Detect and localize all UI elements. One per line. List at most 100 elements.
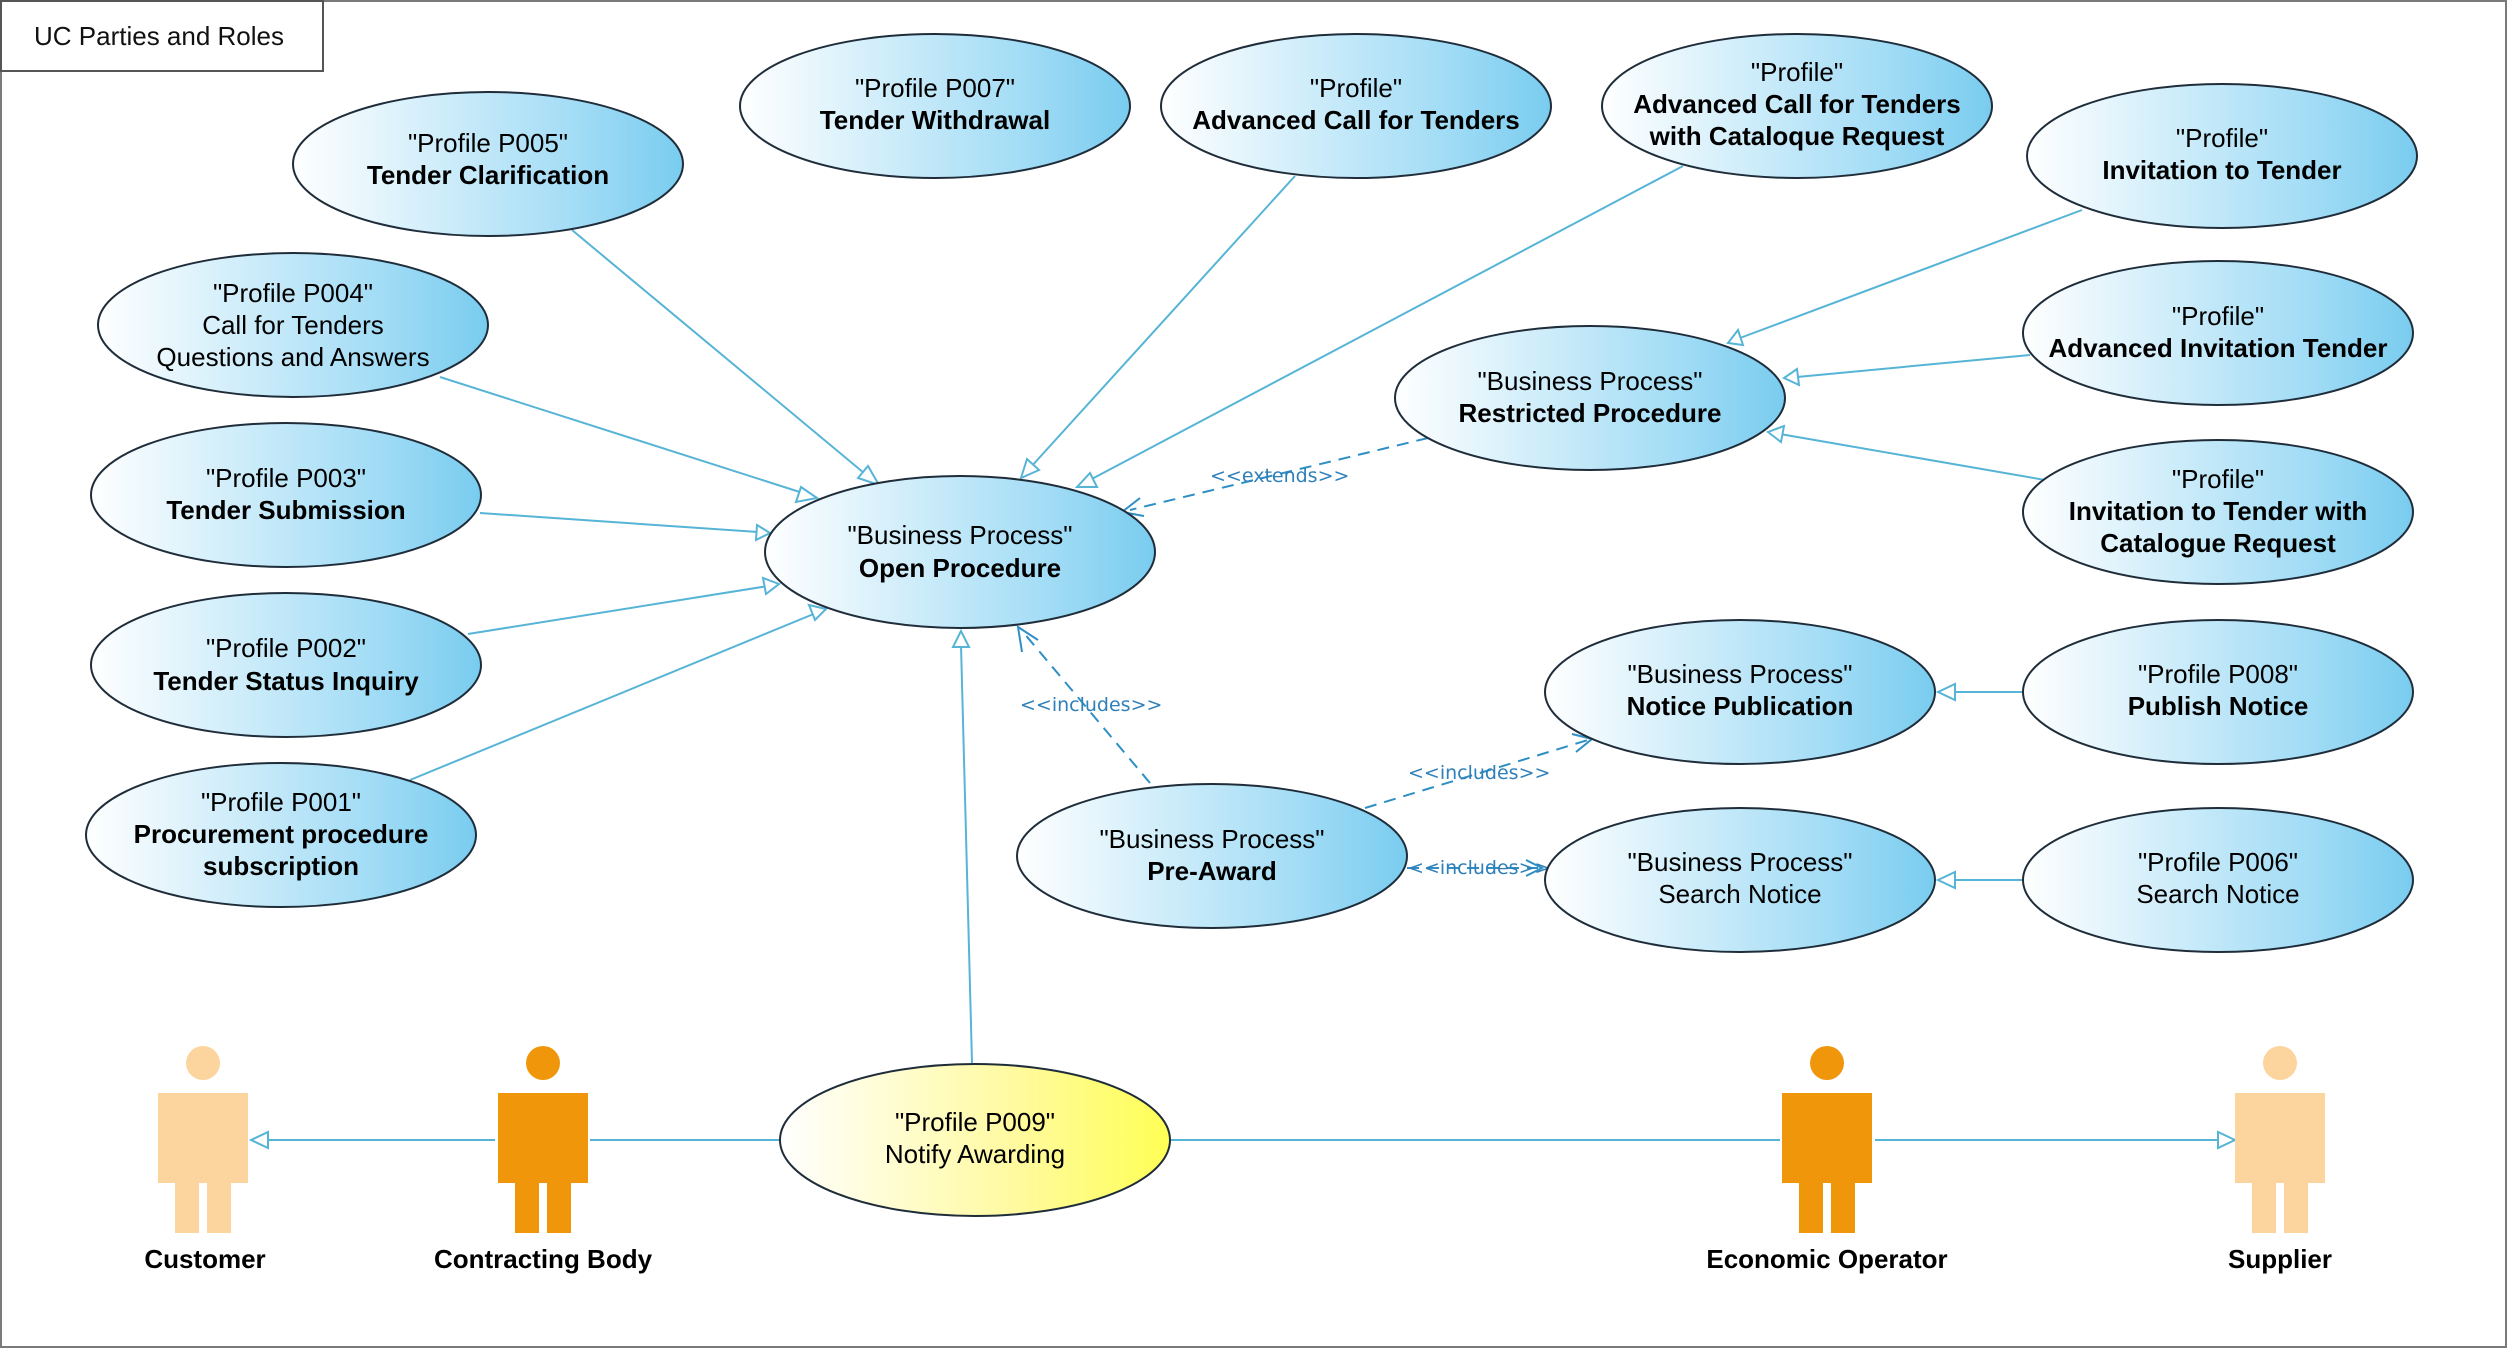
- svg-text:"Profile": "Profile": [1310, 73, 1402, 103]
- extends-restricted-open: [1129, 437, 1429, 511]
- arrowhead: [856, 464, 882, 487]
- svg-text:Tender Withdrawal: Tender Withdrawal: [820, 105, 1050, 135]
- svg-text:"Profile P005": "Profile P005": [408, 128, 568, 158]
- usecase-pre-award[interactable]: "Business Process" Pre-Award: [1016, 783, 1408, 929]
- svg-text:Publish Notice: Publish Notice: [2128, 691, 2309, 721]
- arrowhead: [794, 485, 820, 504]
- usecase-name: Advanced Invitation Tender: [2048, 333, 2387, 363]
- svg-text:"Business Process": "Business Process": [1477, 366, 1702, 396]
- svg-text:"Profile P004": "Profile P004": [213, 278, 373, 308]
- stereotype-includes-search: <<includes>>: [1408, 857, 1550, 879]
- generalization-advcall-open: [1029, 175, 1296, 469]
- arrowhead: [1525, 859, 1545, 877]
- actor-supplier[interactable]: [2235, 1046, 2325, 1233]
- usecase-p005[interactable]: "Profile P005" Tender Clarification: [292, 91, 684, 237]
- svg-text:Notify Awarding: Notify Awarding: [885, 1139, 1065, 1169]
- usecase-p004[interactable]: "Profile P004" Call for Tenders Question…: [97, 252, 489, 398]
- usecase-stereotype: "Profile P006": [2138, 847, 2298, 877]
- svg-text:"Profile P007": "Profile P007": [855, 73, 1015, 103]
- svg-text:Call for Tenders: Call for Tenders: [202, 310, 384, 340]
- usecase-name-line2: Catalogue Request: [2100, 528, 2336, 558]
- generalization-p005-open: [571, 229, 871, 479]
- svg-text:Search Notice: Search Notice: [2136, 879, 2299, 909]
- usecase-name: Procurement procedure: [134, 819, 429, 849]
- arrowhead: [1019, 457, 1041, 480]
- usecase-invitation-to-tender[interactable]: "Profile" Invitation to Tender: [2026, 83, 2418, 229]
- usecase-name: Invitation to Tender with: [2069, 496, 2368, 526]
- svg-text:"Business Process": "Business Process": [1099, 824, 1324, 854]
- usecase-name: Tender Withdrawal: [820, 105, 1050, 135]
- usecase-p007[interactable]: "Profile P007" Tender Withdrawal: [739, 33, 1131, 179]
- actor-contracting-body[interactable]: [498, 1046, 588, 1233]
- usecase-p006[interactable]: "Profile P006" Search Notice: [2022, 807, 2414, 953]
- stereotype-includes-open: <<includes>>: [1020, 694, 1162, 716]
- usecase-stereotype: "Profile P008": [2138, 659, 2298, 689]
- usecase-name: Tender Clarification: [367, 160, 609, 190]
- usecase-stereotype: "Business Process": [1627, 659, 1852, 689]
- usecase-p008[interactable]: "Profile P008" Publish Notice: [2022, 619, 2414, 765]
- usecase-stereotype: "Profile P003": [206, 463, 366, 493]
- title-tab: [0, 0, 324, 72]
- svg-text:Notice Publication: Notice Publication: [1627, 691, 1854, 721]
- usecase-p002[interactable]: "Profile P002" Tender Status Inquiry: [90, 592, 482, 738]
- usecase-name: Pre-Award: [1147, 856, 1277, 886]
- usecase-name: Search Notice: [2136, 879, 2299, 909]
- actor-customer[interactable]: [158, 1046, 248, 1233]
- usecase-advanced-invitation[interactable]: "Profile" Advanced Invitation Tender: [2022, 260, 2414, 406]
- usecase-p003[interactable]: "Profile P003" Tender Submission: [90, 422, 482, 568]
- usecase-p009-notify-awarding[interactable]: "Profile P009" Notify Awarding: [779, 1063, 1171, 1217]
- usecase-name: Restricted Procedure: [1459, 398, 1722, 428]
- includes-preaward-open: [1022, 631, 1151, 784]
- generalization-p004-open: [439, 376, 807, 495]
- svg-text:Pre-Award: Pre-Award: [1147, 856, 1277, 886]
- svg-text:Advanced Call for Tenders: Advanced Call for Tenders: [1192, 105, 1520, 135]
- actor-economic-operator[interactable]: [1782, 1046, 1872, 1233]
- usecase-name: Tender Status Inquiry: [153, 666, 419, 696]
- usecase-name: Call for Tenders: [202, 310, 384, 340]
- usecase-name: Publish Notice: [2128, 691, 2309, 721]
- connectors: [248, 165, 2238, 1150]
- arrowhead: [951, 628, 971, 648]
- usecase-stereotype: "Profile P009": [895, 1107, 1055, 1137]
- usecase-invitation-catalogue[interactable]: "Profile" Invitation to Tender with Cata…: [2022, 439, 2414, 585]
- usecase-open-procedure[interactable]: "Business Process" Open Procedure: [764, 475, 1156, 629]
- svg-text:"Business Process": "Business Process": [847, 520, 1072, 550]
- actor-label-customer: Customer: [144, 1244, 265, 1274]
- usecase-name: Invitation to Tender: [2102, 155, 2341, 185]
- svg-text:"Profile P006": "Profile P006": [2138, 847, 2298, 877]
- generalization-invitationcat-restricted: [1779, 433, 2046, 481]
- usecase-name: Notice Publication: [1627, 691, 1854, 721]
- usecase-stereotype: "Business Process": [1627, 847, 1852, 877]
- usecase-advanced-call-catalogue[interactable]: "Profile" Advanced Call for Tenders with…: [1601, 33, 1993, 179]
- usecase-restricted-procedure[interactable]: "Business Process" Restricted Procedure: [1394, 325, 1786, 471]
- svg-text:Catalogue Request: Catalogue Request: [2100, 528, 2336, 558]
- arrowhead: [1781, 367, 1801, 387]
- usecase-p001[interactable]: "Profile P001" Procurement procedure sub…: [85, 762, 477, 908]
- svg-text:Advanced Call for Tenders: Advanced Call for Tenders: [1633, 89, 1961, 119]
- usecase-stereotype: "Profile": [1751, 57, 1843, 87]
- svg-text:Invitation to Tender: Invitation to Tender: [2102, 155, 2341, 185]
- usecase-notice-publication[interactable]: "Business Process" Notice Publication: [1544, 619, 1936, 765]
- svg-text:with Cataloque Request: with Cataloque Request: [1649, 121, 1945, 151]
- arrowhead: [807, 603, 828, 622]
- arrowhead: [754, 523, 773, 542]
- arrowhead: [1765, 424, 1786, 444]
- svg-text:Invitation to Tender with: Invitation to Tender with: [2069, 496, 2368, 526]
- usecase-search-notice-process[interactable]: "Business Process" Search Notice: [1544, 807, 1936, 953]
- generalization-invitation-restricted: [1739, 209, 2083, 339]
- arrowhead: [1016, 624, 1039, 653]
- svg-text:"Profile": "Profile": [2172, 301, 2264, 331]
- svg-text:"Profile P001": "Profile P001": [201, 787, 361, 817]
- usecase-name-line2: with Cataloque Request: [1649, 121, 1945, 151]
- usecase-stereotype: "Business Process": [847, 520, 1072, 550]
- arrowhead: [1935, 682, 1956, 702]
- usecase-stereotype: "Profile": [1310, 73, 1402, 103]
- generalization-p003-open: [479, 512, 759, 533]
- svg-text:Open Procedure: Open Procedure: [859, 553, 1061, 583]
- arrowhead: [2217, 1130, 2238, 1150]
- usecase-name-line2: subscription: [203, 851, 359, 881]
- usecase-stereotype: "Profile": [2172, 301, 2264, 331]
- usecase-advanced-call[interactable]: "Profile" Advanced Call for Tenders: [1160, 33, 1552, 179]
- actor-label-economic-operator: Economic Operator: [1706, 1244, 1947, 1274]
- usecase-name-line2: Questions and Answers: [156, 342, 429, 372]
